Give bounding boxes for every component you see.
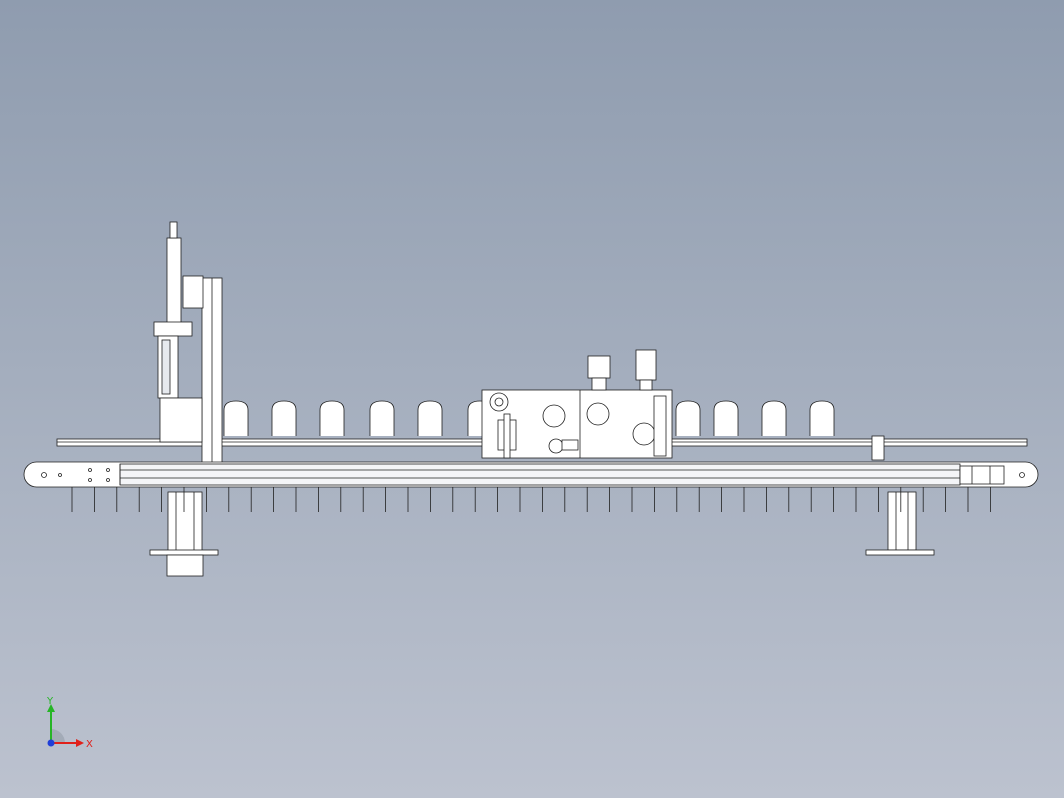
bottle-fixture <box>761 400 787 436</box>
bottle-fixture <box>809 400 835 436</box>
main-conveyor-belt[interactable] <box>23 461 1039 488</box>
bottle-fixture <box>271 400 297 436</box>
left-support-leg[interactable] <box>149 491 219 577</box>
processing-station[interactable] <box>481 349 673 459</box>
bottle-fixture <box>319 400 345 436</box>
axis-triad: Y X <box>38 696 108 756</box>
pin-row <box>71 487 991 512</box>
vertical-lift-unit[interactable] <box>153 221 223 465</box>
bottle-fixture <box>223 400 249 436</box>
bottle-fixture <box>675 400 701 436</box>
x-axis-label: X <box>86 739 93 750</box>
bottle-fixture <box>417 400 443 436</box>
y-axis-label: Y <box>46 696 54 707</box>
z-axis-dot <box>47 739 55 747</box>
fixture-row <box>223 400 835 436</box>
bottle-fixture <box>713 400 739 436</box>
right-support-leg[interactable] <box>865 491 935 556</box>
bottle-fixture <box>369 400 395 436</box>
